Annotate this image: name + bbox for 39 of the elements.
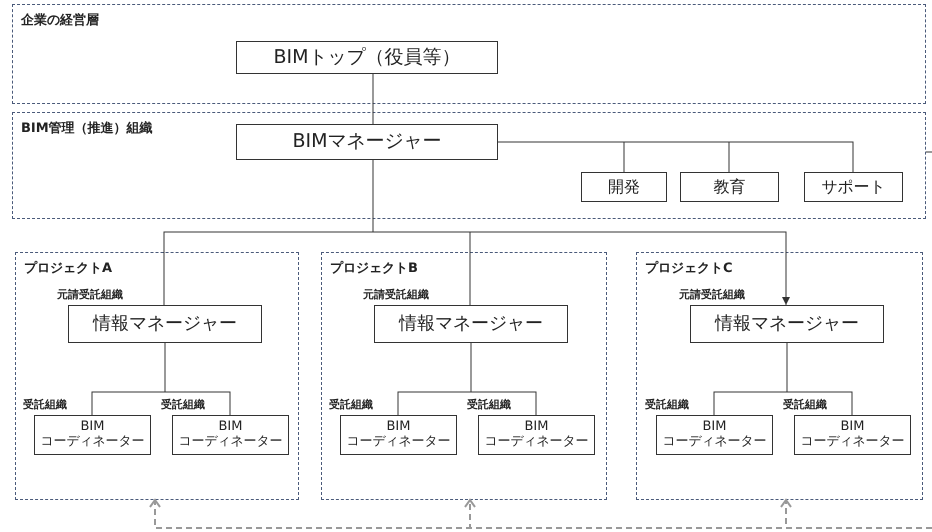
org-label: 受託組織 (645, 397, 689, 412)
arrow (780, 499, 932, 529)
role-box: 開発 (581, 172, 667, 202)
role-box: BIMトップ（役員等） (236, 41, 498, 74)
role-box: BIM コーディネーター (34, 415, 151, 455)
connector-line (164, 342, 230, 416)
group-title: BIM管理（推進）組織 (21, 120, 153, 137)
org-label: 元請受託組織 (679, 287, 745, 302)
role-box: 情報マネージャー (690, 305, 884, 343)
org-label: 元請受託組織 (363, 287, 429, 302)
role-box: BIM コーディネーター (656, 415, 773, 455)
group-title: プロジェクトA (24, 260, 112, 277)
dashed-frame (636, 252, 923, 500)
dashed-frame (12, 112, 926, 219)
org-label: 受託組織 (161, 397, 205, 412)
connector-line (470, 342, 536, 416)
org-label: 受託組織 (783, 397, 827, 412)
role-box: BIMマネージャー (236, 124, 498, 160)
connector-line (786, 342, 852, 416)
org-label: 受託組織 (23, 397, 67, 412)
connector-line (372, 74, 374, 124)
dashed-frame (15, 252, 299, 500)
dashed-frame (12, 4, 926, 104)
org-label: 元請受託組織 (57, 287, 123, 302)
connector-line (926, 151, 932, 153)
group-title: プロジェクトC (645, 260, 733, 277)
role-box: サポート (804, 172, 903, 202)
role-box: 情報マネージャー (68, 305, 262, 343)
role-box: BIM コーディネーター (478, 415, 595, 455)
role-box: BIM コーディネーター (340, 415, 457, 455)
role-box: 情報マネージャー (374, 305, 568, 343)
dashed-frame (321, 252, 607, 500)
group-title: 企業の経営層 (21, 12, 99, 29)
role-box: 教育 (680, 172, 779, 202)
role-box: BIM コーディネーター (794, 415, 911, 455)
role-box: BIM コーディネーター (172, 415, 289, 455)
org-label: 受託組織 (467, 397, 511, 412)
org-label: 受託組織 (329, 397, 373, 412)
group-title: プロジェクトB (330, 260, 418, 277)
